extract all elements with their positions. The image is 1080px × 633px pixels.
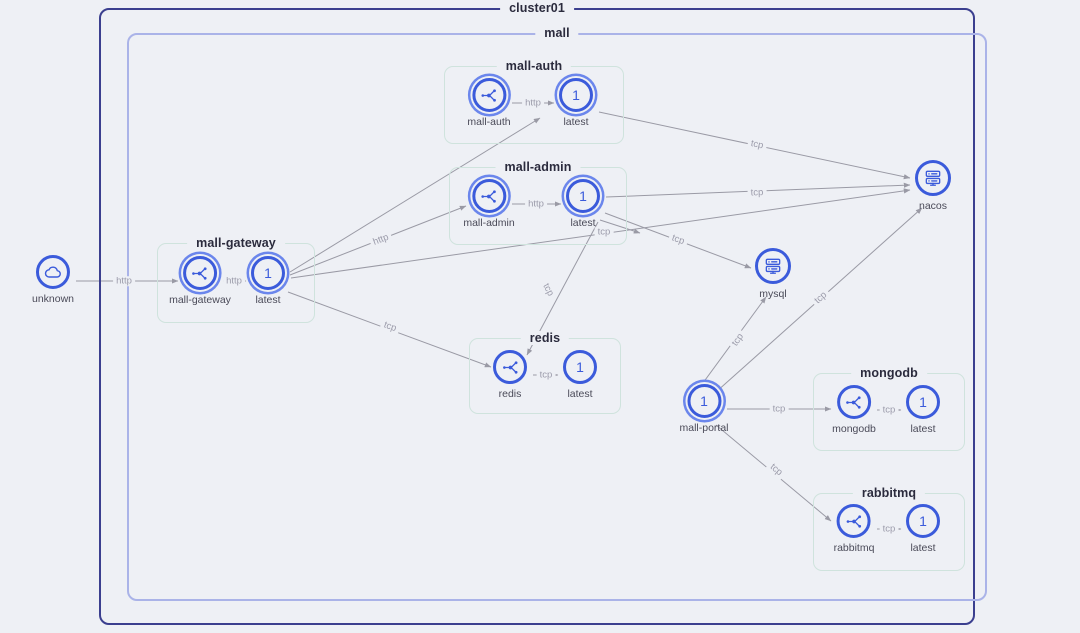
edge-label-mall-admin-to-mall-admin-latest: http: [525, 199, 547, 209]
container-title-mongodb: mongodb: [851, 366, 927, 380]
database-icon: [923, 168, 943, 188]
node-ring-mall-admin: [471, 179, 506, 213]
node-ring-rabbitmq: [836, 504, 871, 538]
node-ring-redis-latest: 1: [563, 350, 597, 384]
edge-label-mall-auth-to-mall-auth-latest: http: [522, 98, 544, 108]
service-icon: [843, 511, 864, 532]
instance-count-mall-admin-latest: 1: [579, 188, 587, 204]
node-ring-mall-auth-latest: 1: [559, 78, 593, 112]
node-label-nacos: nacos: [918, 200, 948, 212]
service-icon: [479, 85, 500, 106]
node-label-mall-gateway-latest: latest: [255, 294, 281, 306]
node-ring-mall-gateway: [182, 256, 217, 290]
instance-count-rabbitmq-latest: 1: [919, 513, 927, 529]
node-rabbitmq-latest[interactable]: 1 latest: [906, 504, 940, 554]
instance-count-mall-gateway-latest: 1: [264, 265, 272, 281]
node-label-mall-auth: mall-auth: [467, 116, 511, 128]
node-mysql[interactable]: mysql: [755, 248, 791, 300]
node-ring-unknown: [36, 255, 70, 289]
node-ring-mongodb-latest: 1: [906, 385, 940, 419]
node-label-rabbitmq-latest: latest: [910, 542, 936, 554]
node-ring-rabbitmq-latest: 1: [906, 504, 940, 538]
edge-label-mall-gateway-to-mall-gateway-latest: http: [223, 276, 245, 286]
container-title-mall: mall: [535, 26, 579, 40]
instance-count-mongodb-latest: 1: [919, 394, 927, 410]
edge-label-redis-to-redis-latest: tcp: [536, 370, 556, 380]
container-title-mall-auth: mall-auth: [496, 59, 572, 73]
node-label-rabbitmq: rabbitmq: [833, 542, 875, 554]
node-ring-mysql: [755, 248, 791, 284]
node-label-redis-latest: latest: [567, 388, 593, 400]
node-rabbitmq[interactable]: rabbitmq: [833, 504, 875, 554]
node-mongodb-latest[interactable]: 1 latest: [906, 385, 940, 435]
node-unknown[interactable]: unknown: [32, 255, 74, 305]
node-ring-nacos: [915, 160, 951, 196]
edge-label-mongodb-to-mongodb-latest: tcp: [879, 405, 899, 415]
node-label-redis: redis: [498, 388, 522, 400]
node-label-mall-admin: mall-admin: [463, 217, 515, 229]
container-title-redis: redis: [520, 331, 570, 345]
node-label-mall-auth-latest: latest: [563, 116, 589, 128]
service-icon: [189, 263, 210, 284]
container-title-mall-gateway: mall-gateway: [187, 236, 285, 250]
instance-count-mall-portal: 1: [700, 393, 708, 409]
service-icon: [500, 357, 521, 378]
instance-count-redis-latest: 1: [576, 359, 584, 375]
edge-mall-admin-latest-to-mall-portal: [599, 219, 641, 234]
container-title-mall-admin: mall-admin: [495, 160, 581, 174]
cloud-icon: [43, 262, 63, 282]
node-mall-gateway[interactable]: mall-gateway: [169, 256, 231, 306]
node-redis[interactable]: redis: [493, 350, 527, 400]
node-ring-mongodb: [836, 385, 871, 419]
container-title-rabbitmq: rabbitmq: [852, 486, 926, 500]
node-mall-auth[interactable]: mall-auth: [467, 78, 511, 128]
node-label-unknown: unknown: [31, 293, 75, 305]
edge-label-mall-admin-latest-to-mall-portal: tcp: [594, 227, 614, 237]
node-mall-admin[interactable]: mall-admin: [463, 179, 515, 229]
node-label-mysql: mysql: [759, 288, 787, 300]
node-label-mall-admin-latest: latest: [570, 217, 596, 229]
container-title-cluster01: cluster01: [500, 1, 574, 15]
node-mongodb[interactable]: mongodb: [832, 385, 876, 435]
edge-label-mall-portal-to-mongodb: tcp: [769, 404, 789, 414]
node-nacos[interactable]: nacos: [915, 160, 951, 212]
node-mall-portal[interactable]: 1 mall-portal: [679, 384, 729, 434]
node-ring-mall-auth: [472, 78, 506, 112]
edge-label-unknown-to-mall-gateway: http: [113, 276, 135, 286]
node-mall-auth-latest[interactable]: 1 latest: [559, 78, 593, 128]
node-ring-redis: [493, 350, 527, 384]
node-ring-mall-portal: 1: [686, 384, 721, 418]
node-mall-gateway-latest[interactable]: 1 latest: [251, 256, 285, 306]
service-icon: [843, 392, 864, 413]
node-ring-mall-admin-latest: 1: [566, 179, 600, 213]
service-icon: [478, 186, 499, 207]
edge-label-mall-admin-latest-to-nacos: tcp: [747, 187, 767, 198]
node-redis-latest[interactable]: 1 latest: [563, 350, 597, 400]
node-ring-mall-gateway-latest: 1: [251, 256, 285, 290]
instance-count-mall-auth-latest: 1: [572, 87, 580, 103]
node-label-mongodb-latest: latest: [910, 423, 936, 435]
database-icon: [763, 256, 783, 276]
edge-label-rabbitmq-to-rabbitmq-latest: tcp: [879, 524, 899, 534]
node-label-mall-portal: mall-portal: [679, 422, 729, 434]
node-label-mall-gateway: mall-gateway: [169, 294, 231, 306]
node-label-mongodb: mongodb: [832, 423, 876, 435]
node-mall-admin-latest[interactable]: 1 latest: [566, 179, 600, 229]
